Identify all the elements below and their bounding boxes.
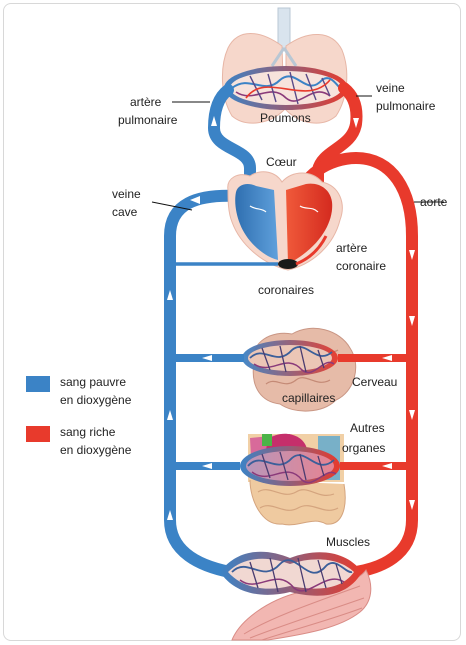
label-muscles: Muscles <box>326 535 370 549</box>
label-cerveau: Cerveau <box>352 375 397 389</box>
label-autres-organes-1: Autres <box>350 421 385 435</box>
legend-deoxygenated-line1: sang pauvre <box>60 375 126 389</box>
label-poumons: Poumons <box>260 111 311 125</box>
label-artere-pulmonaire-2: pulmonaire <box>118 113 178 127</box>
label-coronaires: coronaires <box>258 283 314 297</box>
label-artere-coronaire-2: coronaire <box>336 259 386 273</box>
legend-swatch-oxygenated <box>26 426 50 442</box>
label-veine-cave-1: veine <box>112 187 141 201</box>
trachea <box>278 8 290 48</box>
legend-swatch-deoxygenated <box>26 376 50 392</box>
legend: sang pauvre en dioxygène sang riche en d… <box>26 375 132 457</box>
organ-capillary-bed <box>240 446 340 486</box>
label-veine-pulmonaire-1: veine <box>376 81 405 95</box>
legend-deoxygenated-line2: en dioxygène <box>60 393 132 407</box>
label-coeur: Cœur <box>266 155 297 169</box>
label-artere-pulmonaire-1: artère <box>130 95 162 109</box>
label-veine-pulmonaire-2: pulmonaire <box>376 99 436 113</box>
vena-cava <box>170 196 238 572</box>
brain-capillary-bed <box>242 340 338 376</box>
label-autres-organes-2: organes <box>342 441 385 455</box>
label-capillaires: capillaires <box>282 391 335 405</box>
legend-oxygenated-line1: sang riche <box>60 425 116 439</box>
coronary-capillary <box>278 259 298 269</box>
label-artere-coronaire-1: artère <box>336 241 368 255</box>
muscle-capillary-bed <box>220 552 362 596</box>
label-veine-cave-2: cave <box>112 205 138 219</box>
heart <box>228 172 342 270</box>
legend-oxygenated-line2: en dioxygène <box>60 443 132 457</box>
label-aorte: aorte <box>420 195 448 209</box>
lung-capillary-bed <box>224 66 348 110</box>
